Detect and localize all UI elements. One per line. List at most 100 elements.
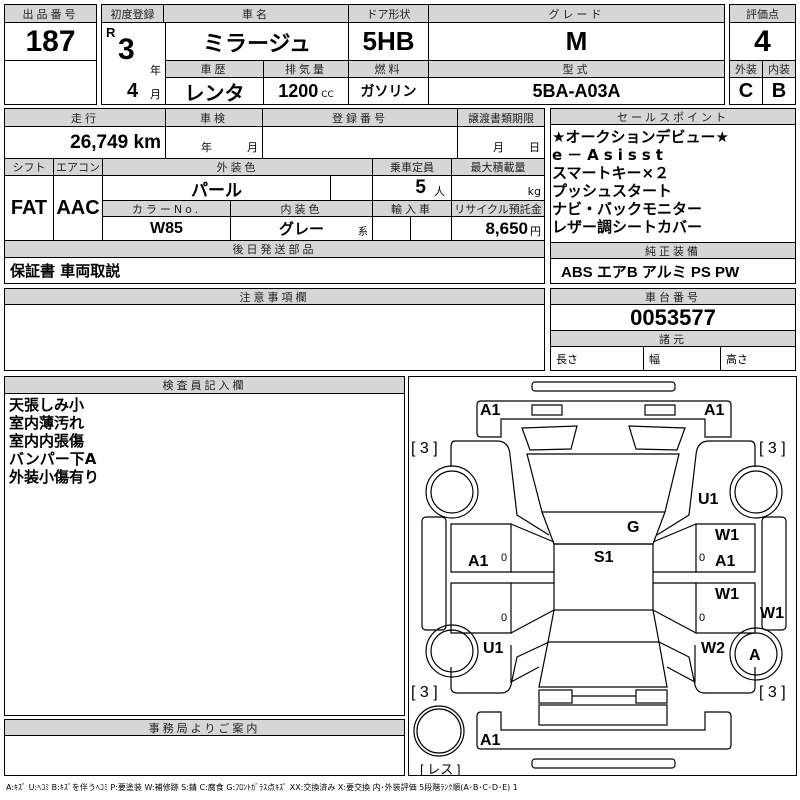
int-color-label: 内装色: [230, 200, 373, 217]
ac: AAC: [53, 175, 103, 241]
damage-diagram: A1 A1 [ 3 ] [ 3 ] U1 G W1 S1 A1 A1 W1 W1…: [408, 376, 797, 776]
car-outline: [413, 381, 787, 769]
sales-point: ★オークションデビュー★: [552, 128, 729, 146]
door-type: 5HB: [348, 22, 429, 61]
inspector-notes: 天張しみ小 室内薄汚れ 室内内張傷 バンパー下A 外装小傷有り: [9, 396, 99, 486]
lot-label: 出品番号: [4, 4, 97, 23]
height: 高さ: [720, 346, 796, 371]
inspector-label: 検査員記入欄: [4, 376, 405, 394]
door-marker: 0: [699, 612, 706, 624]
sales-points-box: ★オークションデビュー★ e－Asisst スマートキー×２ プッシュスタート …: [550, 124, 796, 243]
damage-mark: A1: [468, 553, 489, 570]
door-label: ドア形状: [348, 4, 429, 23]
max-load: kg: [451, 175, 545, 201]
legend: A:ｷｽﾞ U:ﾍｺﾐ B:ｷｽﾞを伴うﾍｺﾐ P:要塗装 W:補修跡 S:錆 …: [6, 783, 518, 792]
recycle-fee: 8,650: [485, 218, 528, 238]
sales-point: e－Asisst: [552, 146, 668, 164]
sales-point: スマートキー×２: [552, 164, 670, 182]
damage-mark: G: [627, 519, 640, 536]
tire-tread: [ 3 ]: [411, 684, 438, 701]
sales-point: プッシュスタート: [552, 182, 673, 200]
equipment-label: 純正装備: [550, 242, 796, 259]
later-parts-label: 後日発送部品: [4, 240, 545, 258]
score-value: 4: [729, 22, 796, 61]
tr-day-unit: 日: [529, 141, 540, 154]
transfer-cell: 月 日: [457, 126, 545, 159]
spare-tire-label: [ レス ]: [420, 762, 461, 776]
history-label: 車歴: [165, 60, 264, 78]
sales-points-label: セールスポイント: [550, 108, 796, 125]
displacement-cell: 1200 CC: [263, 77, 349, 105]
office-label: 事務局よりご案内: [4, 719, 405, 736]
insp-month-unit: 月: [247, 141, 258, 154]
first-reg-cell: R 3 年 4 月: [101, 22, 166, 105]
fuel-label: 燃料: [348, 60, 429, 78]
import-a: [372, 216, 411, 241]
import-label: 輸入車: [372, 200, 452, 217]
era: R: [106, 25, 116, 40]
sales-point: ナビ・バックモニター: [552, 200, 703, 218]
interior-label: 内装: [762, 60, 796, 78]
capacity-unit: 人: [434, 185, 445, 198]
reg-year: 3: [118, 33, 135, 66]
month-unit: 月: [150, 88, 161, 101]
max-load-label: 最大積載量: [451, 158, 545, 176]
reg-number-label: 登録番号: [262, 108, 458, 127]
grade-label: グレード: [428, 4, 725, 23]
inspection-cell: 年 月: [165, 126, 263, 159]
color-no-label: カラーNo.: [102, 200, 231, 217]
tire-tread: [ 3 ]: [759, 440, 786, 457]
model-code-label: 型式: [428, 60, 725, 78]
model-code: 5BA-A03A: [428, 77, 725, 105]
damage-mark: U1: [483, 640, 504, 657]
grade: M: [428, 22, 725, 61]
displacement: 1200: [278, 80, 319, 101]
reg-month: 4: [127, 80, 139, 102]
sales-points-list: ★オークションデビュー★ e－Asisst スマートキー×２ プッシュスタート …: [552, 128, 729, 236]
inspector-body: 天張しみ小 室内薄汚れ 室内内張傷 バンパー下A 外装小傷有り: [4, 393, 405, 716]
car-name: ミラージュ: [165, 22, 349, 61]
yen-unit: 円: [530, 224, 541, 238]
capacity-label: 乗車定員: [372, 158, 452, 176]
ac-label: エアコン: [53, 158, 103, 176]
damage-mark: W1: [715, 527, 739, 544]
import-b: [410, 216, 452, 241]
damage-mark: U1: [698, 491, 719, 508]
inspection-label: 車検: [165, 108, 263, 127]
ext-color-extra: [330, 175, 373, 201]
chassis-number: 0053577: [550, 304, 796, 331]
damage-mark: W2: [701, 640, 725, 657]
lot-empty: [4, 60, 97, 105]
exterior-grade: C: [729, 77, 763, 105]
inspector-note: 室内薄汚れ: [9, 414, 85, 432]
int-color-cell: グレー 系: [230, 216, 373, 241]
displacement-label: 排気量: [263, 60, 349, 78]
reg-number: [262, 126, 458, 159]
tr-month-unit: 月: [493, 141, 504, 154]
damage-mark: A1: [480, 732, 501, 749]
door-marker: 0: [699, 552, 706, 564]
exterior-label: 外装: [729, 60, 763, 78]
damage-mark: W1: [715, 586, 739, 603]
capacity-cell: 5 人: [372, 175, 452, 201]
inspector-note: 天張しみ小: [9, 396, 85, 414]
door-marker: 0: [501, 612, 508, 624]
color-no: W85: [102, 216, 231, 241]
sales-point: レザー調シートカバー: [552, 218, 703, 236]
recycle-label: リサイクル預託金: [451, 200, 545, 217]
int-color-suffix: 系: [358, 227, 368, 238]
score-label: 評価点: [729, 4, 796, 23]
width: 幅: [643, 346, 721, 371]
recycle-cell: 8,650 円: [451, 216, 545, 241]
inspector-note: バンパー下A: [9, 450, 97, 468]
length: 長さ: [550, 346, 644, 371]
shift-label: シフト: [4, 158, 54, 176]
first-reg-label: 初度登録: [101, 4, 164, 23]
inspector-note: 外装小傷有り: [9, 468, 100, 486]
insp-year-unit: 年: [201, 141, 212, 154]
damage-mark: W1: [760, 605, 784, 622]
transfer-deadline-label: 譲渡書類期限: [457, 108, 545, 127]
spec-label: 諸元: [550, 330, 796, 347]
damage-mark: A1: [704, 402, 725, 419]
damage-mark: A1: [480, 402, 501, 419]
